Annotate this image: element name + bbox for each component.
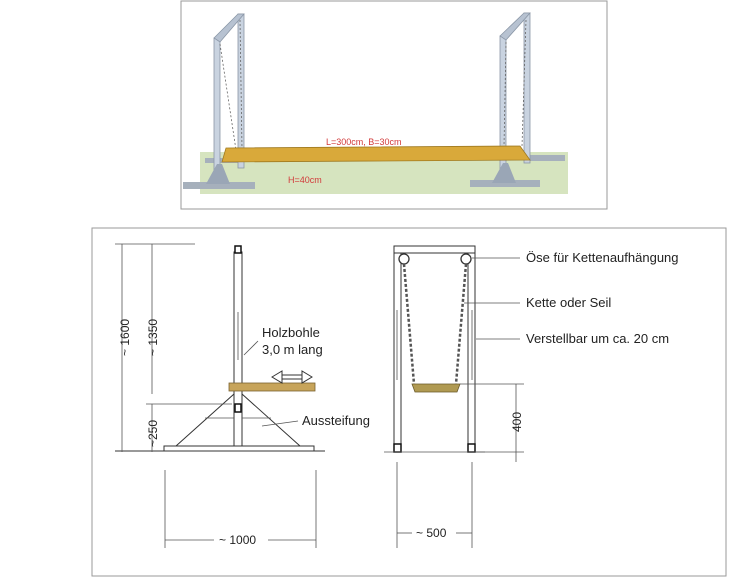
dim-total-height: ~ 1600 [118, 319, 132, 356]
right-rear-base [525, 155, 565, 161]
side-adjust-hole [234, 403, 242, 413]
board [221, 145, 531, 163]
dim-side-width: ~ 1000 [219, 533, 256, 547]
left-frame [206, 13, 245, 184]
adjust-label: Verstellbar um ca. 20 cm [526, 331, 669, 346]
board-label: L=300cm, B=30cm [326, 137, 402, 147]
drawing-panel: ~ 1600 ~ 1350 ~250 ~ 1000 Holzbohle 3,0 … [91, 227, 727, 577]
dim-front-width: ~ 500 [416, 526, 447, 540]
front-view: 400 ~ 500 Öse für Kettenaufhängung Kette… [384, 245, 679, 548]
dim-base-height: ~250 [146, 420, 160, 447]
left-eye [398, 253, 410, 265]
right-brace [241, 392, 301, 447]
front-right-post [467, 249, 476, 447]
plank-shift-arrow [271, 370, 313, 384]
height-label: H=40cm [288, 175, 322, 185]
side-eye [234, 245, 242, 254]
dim-post-height: ~ 1350 [146, 319, 160, 356]
side-base-plate [163, 445, 315, 452]
brace-label: Aussteifung [302, 413, 370, 428]
left-chain [402, 263, 416, 385]
right-frame [492, 12, 531, 183]
front-crossbar [393, 245, 476, 254]
right-chain [454, 263, 468, 385]
right-base [470, 180, 540, 187]
plank-label-line2: 3,0 m lang [262, 342, 323, 357]
side-plank [228, 382, 316, 392]
render-panel: L=300cm, B=30cm H=40cm [180, 0, 608, 210]
front-plank [411, 383, 461, 393]
left-brace [175, 392, 235, 447]
right-eye [460, 253, 472, 265]
plank-label-line1: Holzbohle [262, 325, 320, 340]
left-base [183, 182, 255, 189]
chain-label: Kette oder Seil [526, 295, 611, 310]
dim-front-height: 400 [510, 412, 524, 432]
side-view: ~ 1600 ~ 1350 ~250 ~ 1000 Holzbohle 3,0 … [115, 243, 370, 548]
eye-label: Öse für Kettenaufhängung [526, 250, 679, 265]
front-left-post [393, 249, 402, 447]
drawing-frame [91, 227, 727, 577]
render-frame [180, 0, 608, 210]
